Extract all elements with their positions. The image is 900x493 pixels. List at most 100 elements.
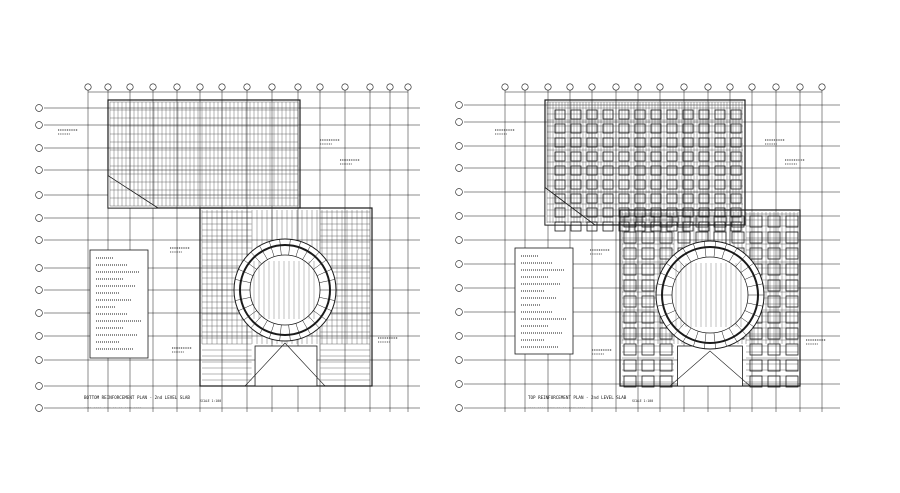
rotunda-radial (243, 310, 257, 321)
rebar-cell (554, 151, 566, 162)
rebar-cell (730, 179, 742, 190)
rebar-cell (682, 207, 694, 218)
rebar-cell (602, 151, 614, 162)
rotunda-radial (728, 248, 738, 263)
grid-bubble (455, 380, 463, 388)
rebar-cell (623, 279, 637, 292)
grid-bubble (455, 212, 463, 220)
rebar-cell (666, 165, 678, 176)
rebar-cell (618, 165, 630, 176)
rebar-cell (785, 279, 799, 292)
rebar-cell (623, 215, 637, 228)
rebar-cell (666, 151, 678, 162)
legend-frame (89, 249, 149, 359)
rebar-cell (554, 165, 566, 176)
rebar-cell (570, 221, 582, 232)
grid-bubble (748, 83, 756, 91)
grid-bubbles (35, 83, 412, 412)
rebar-cell (677, 215, 691, 228)
rebar-cell (570, 207, 582, 218)
rebar-cell (730, 193, 742, 204)
rotunda-radial (238, 269, 254, 276)
rebar-cell (714, 165, 726, 176)
rebar-cell (650, 137, 662, 148)
entry-lines (244, 342, 326, 387)
rotunda-radial (713, 241, 716, 258)
rebar-cell (767, 375, 781, 388)
rebar-cell (730, 109, 742, 120)
rotunda-radial (713, 332, 716, 349)
rebar-cell (785, 327, 799, 340)
rebar-cell (618, 193, 630, 204)
rebar-cell (618, 137, 630, 148)
rebar-cell (767, 359, 781, 372)
grid-bubble (126, 83, 134, 91)
rotunda-radial (295, 241, 301, 257)
rebar-cell (713, 215, 727, 228)
grid-bubble (455, 118, 463, 126)
rebar-cell (730, 137, 742, 148)
rebar-cell (659, 375, 673, 388)
grid-bubble (35, 264, 43, 272)
rebar-cell (666, 193, 678, 204)
rebar-cell (767, 279, 781, 292)
grid-bubble (35, 104, 43, 112)
rebar-cell (618, 151, 630, 162)
rotunda-radial (693, 243, 699, 259)
rebar-cell (618, 123, 630, 134)
rebar-cell (785, 311, 799, 324)
rotunda-radial (744, 272, 760, 280)
rebar-cell (749, 247, 763, 260)
entry-notch (254, 345, 318, 387)
bottom-reinforcement-plan: BOTTOM REINFORCEMENT PLAN - 2nd LEVEL SL… (35, 83, 420, 412)
rebar-cell (714, 207, 726, 218)
rebar-cell (570, 123, 582, 134)
rotunda-radial (721, 243, 727, 259)
plan-scale: SCALE 1:100 (200, 399, 221, 403)
rebar-cell (785, 359, 799, 372)
rebar-cell (634, 123, 646, 134)
rebar-cell (730, 123, 742, 134)
rotunda-radial (673, 323, 685, 336)
grid-bubble (818, 83, 826, 91)
rotunda-radial (704, 241, 707, 258)
rebar-cell (570, 137, 582, 148)
rebar-cell (641, 231, 655, 244)
rebar-cell (634, 207, 646, 218)
rebar-cell (623, 359, 637, 372)
rebar-cell (570, 193, 582, 204)
rotunda-radial (243, 259, 257, 270)
rotunda-radial (235, 279, 251, 283)
grid-bubble (612, 83, 620, 91)
rebar-cell (714, 151, 726, 162)
rebar-cell (767, 343, 781, 356)
rebar-cell (785, 231, 799, 244)
rebar-cell (698, 193, 710, 204)
rebar-cell (698, 109, 710, 120)
rotunda-radial (235, 297, 251, 301)
rebar-cell (666, 137, 678, 148)
grid-bubble (104, 83, 112, 91)
rotunda-radial (313, 259, 327, 270)
rebar-cell (749, 375, 763, 388)
rotunda-radial (319, 279, 335, 283)
grid-bubble (243, 83, 251, 91)
rebar-cell (570, 151, 582, 162)
grid-bubble (149, 83, 157, 91)
rotunda-radial (740, 263, 754, 273)
grid-bubble (35, 121, 43, 129)
rebar-cell (641, 359, 655, 372)
grid-bubble (796, 83, 804, 91)
rebar-cell (682, 179, 694, 190)
rebar-cell (767, 215, 781, 228)
rebar-cell (650, 151, 662, 162)
legend-frame (514, 247, 574, 355)
annotations (58, 129, 398, 353)
grid-bubble (35, 332, 43, 340)
rebar-cell (785, 295, 799, 308)
rebar-cell (659, 343, 673, 356)
annotations (495, 129, 826, 355)
grid-bubble (704, 83, 712, 91)
rotunda-radial (238, 304, 254, 311)
